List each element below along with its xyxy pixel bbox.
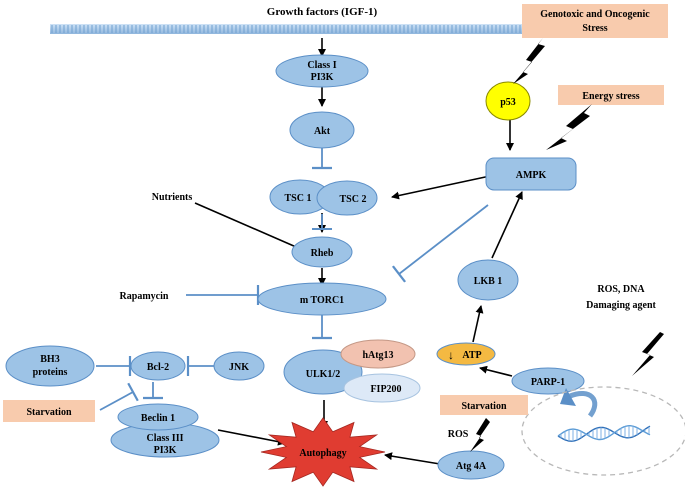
bh3-proteins-node: BH3 proteins [5,345,95,387]
svg-text:p53: p53 [500,97,516,108]
mtorc1-node: m TORC1 [257,282,387,316]
ulk-complex-node: ULK1/2 FIP200 hAtg13 [283,339,421,403]
class1-pi3k-node: Class I PI3K [275,54,369,88]
lkb1-node: LKB 1 [457,259,519,301]
jnk-node: JNK [213,351,265,381]
starvation-box-left: Starvation [3,400,95,422]
down-arrow-icon: ↓ [448,348,454,362]
inhibit-ampk-mtorc1 [392,204,489,283]
arrow-beclin-to-autophagy [217,429,286,446]
svg-text:TSC 2: TSC 2 [340,194,367,205]
arrow-nutrients-to-rheb [194,202,304,251]
inhibition-lines [96,147,489,411]
arrow-lkb1-to-ampk [491,191,523,259]
parp1-node: PARP-1 [511,367,585,395]
svg-text:Class III: Class III [147,433,184,444]
svg-text:ATP: ATP [462,350,481,361]
svg-text:TSC 1: TSC 1 [285,193,312,204]
rapamycin-label: Rapamycin [120,291,169,302]
svg-text:Beclin 1: Beclin 1 [141,413,175,424]
svg-text:Rheb: Rheb [311,248,334,259]
svg-text:LKB 1: LKB 1 [474,276,503,287]
lightning-bolt-icon [632,332,664,376]
autophagy-star: Autophagy [260,417,386,487]
svg-text:JNK: JNK [229,362,249,373]
growth-factors-label: Growth factors (IGF-1) [267,6,378,18]
energy-stress-box: Energy stress [558,85,664,105]
atp-node: ↓ ATP [436,342,496,366]
svg-text:proteins: proteins [33,367,68,378]
svg-text:Akt: Akt [314,126,331,137]
svg-text:FIP200: FIP200 [370,384,401,395]
svg-text:BH3: BH3 [40,354,59,365]
svg-text:Bcl-2: Bcl-2 [147,362,169,373]
svg-text:Autophagy: Autophagy [299,448,346,459]
beclin-class3-node: Beclin 1 Class III PI3K [110,403,220,458]
genotoxic-stress-box: Genotoxic and Oncogenic Stress [522,4,668,38]
svg-text:PARP-1: PARP-1 [531,377,565,388]
ros-dna-label-line2: Damaging agent [586,300,656,311]
rheb-node: Rheb [291,236,353,268]
akt-node: Akt [289,111,355,149]
svg-text:Genotoxic and Oncogenic: Genotoxic and Oncogenic [540,9,650,20]
svg-text:m TORC1: m TORC1 [300,295,344,306]
ros-label: ROS [448,429,469,440]
arrow-atg4a-to-autophagy [384,452,441,465]
lightning-bolt-icon [470,418,490,452]
svg-text:Energy stress: Energy stress [582,91,639,102]
svg-text:hAtg13: hAtg13 [362,350,393,361]
lightning-bolt-icon [513,38,545,84]
arrow-parp-to-atp [479,365,513,377]
lightning-bolt-icon [546,104,592,150]
svg-text:Starvation: Starvation [462,401,507,412]
svg-text:Starvation: Starvation [27,407,72,418]
tsc-complex-node: TSC 1 TSC 2 [269,179,378,216]
starvation-box-right: Starvation [440,395,528,415]
atg4a-node: Atg 4A [437,450,505,480]
svg-text:PI3K: PI3K [311,72,334,83]
svg-text:Stress: Stress [582,23,607,34]
dna-damage-region [521,386,685,476]
dna-to-parp-curved-arrow [569,391,598,418]
arrow-atp-to-lkb1 [472,305,484,343]
svg-text:PI3K: PI3K [154,445,177,456]
inhibit-starvation-bcl2 [99,382,139,411]
p53-node: p53 [485,81,531,121]
ampk-node: AMPK [485,157,577,191]
svg-text:AMPK: AMPK [516,170,547,181]
arrow-ampk-to-tsc [391,175,491,200]
svg-text:ULK1/2: ULK1/2 [306,369,340,380]
dna-helix-icon [557,425,651,442]
nutrients-label: Nutrients [152,192,193,203]
curved-arrow-head [560,388,576,406]
svg-text:Class I: Class I [307,60,336,71]
bcl2-node: Bcl-2 [130,351,186,381]
ros-dna-label-line1: ROS, DNA [597,284,645,295]
svg-text:Atg 4A: Atg 4A [456,461,487,472]
activation-arrows [194,38,523,465]
